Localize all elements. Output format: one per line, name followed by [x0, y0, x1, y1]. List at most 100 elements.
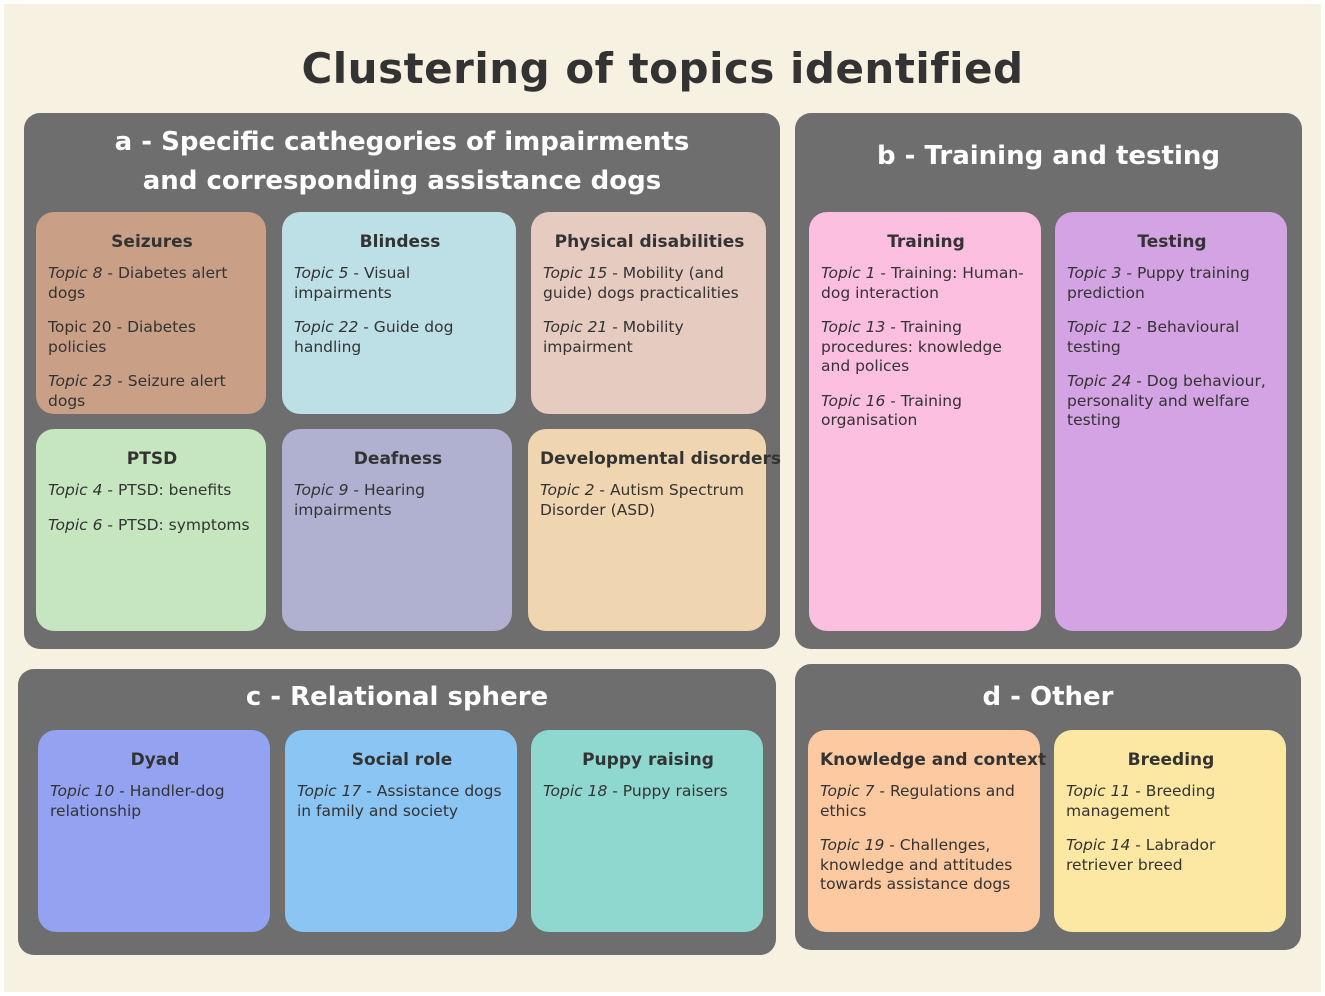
topic-text: - Puppy raisers: [607, 782, 728, 800]
topic-item: Topic 10 - Handler-dog relationship: [50, 782, 260, 821]
topic-text: - Training procedures: knowledge and pol…: [821, 318, 1002, 375]
topic-item: Topic 17 - Assistance dogs in family and…: [297, 782, 507, 821]
topic-label: Topic 19: [820, 836, 885, 854]
topic-item: Topic 21 - Mobility impairment: [543, 318, 756, 357]
topic-label: Topic 8: [48, 264, 103, 282]
topic-item: Topic 24 - Dog behaviour, personality an…: [1067, 372, 1277, 431]
topic-label: Topic 2: [540, 481, 595, 499]
topic-text: - PTSD: symptoms: [102, 515, 250, 534]
panel-title: b - Training and testing: [877, 141, 1220, 171]
topic-item: Topic 14 - Labrador retriever breed: [1066, 836, 1276, 875]
topic-text: - Diabetes alert dogs: [48, 264, 228, 302]
topic-item: Topic 11 - Breeding management: [1066, 782, 1276, 821]
topic-item: Topic 22 - Guide dog handling: [294, 318, 506, 357]
card-title: PTSD: [126, 449, 178, 469]
card-title: Knowledge and context: [820, 750, 1047, 770]
topic-text: - Guide dog handling: [294, 318, 454, 356]
topic-item: Topic 7 - Regulations and ethics: [820, 782, 1030, 821]
topic-label: Topic 1: [821, 264, 876, 282]
topic-text: - Assistance dogs in family and society: [297, 782, 502, 820]
topic-item: Topic 20 - Diabetes policies: [48, 318, 256, 357]
topic-label: Topic 24: [1067, 372, 1132, 390]
topic-label: Topic 12: [1067, 318, 1132, 336]
topic-item: Topic 6 - PTSD: symptoms: [48, 516, 256, 536]
topic-item: Topic 23 - Seizure alert dogs: [48, 372, 256, 411]
topic-label: Topic 6: [48, 515, 103, 534]
topic-label: Topic 15: [543, 264, 608, 282]
topic-item: Topic 19 - Challenges, knowledge and att…: [820, 836, 1030, 895]
topic-label: Topic 18: [543, 782, 608, 800]
topic-text: - PTSD: benefits: [102, 481, 232, 499]
topic-label: Topic 5: [294, 264, 349, 282]
diagram-title: Clustering of topics identified: [301, 44, 1024, 93]
topic-text: - Training: Human-dog interaction: [821, 264, 1024, 302]
card-title: Breeding: [1127, 750, 1215, 770]
topic-item: Topic 16 - Training organisation: [821, 392, 1031, 431]
topic-text: - Mobility (and guide) dogs practicaliti…: [543, 264, 739, 302]
topic-item: Topic 15 - Mobility (and guide) dogs pra…: [543, 264, 756, 303]
topic-label: Topic 9: [294, 481, 349, 499]
topic-text: - Regulations and ethics: [820, 782, 1015, 820]
topic-text: - Training organisation: [821, 391, 962, 430]
topic-item: Topic 1 - Training: Human-dog interactio…: [821, 264, 1031, 303]
card-title: Testing: [1137, 232, 1207, 252]
topic-text: - Breeding management: [1066, 782, 1216, 820]
topic-label: Topic 22: [294, 318, 359, 336]
topic-text: - Autism Spectrum Disorder (ASD): [540, 481, 744, 519]
panel-title: a - Specific cathegories of impairments …: [114, 127, 690, 196]
topic-text: - Behavioural testing: [1067, 318, 1240, 356]
topic-text: - Puppy training prediction: [1067, 264, 1250, 302]
card-title: Dyad: [130, 750, 180, 770]
card-title: Developmental disorders: [540, 449, 781, 469]
card-title: Social role: [351, 750, 453, 770]
topic-item: Topic 2 - Autism Spectrum Disorder (ASD): [540, 481, 756, 520]
panel-title: c - Relational sphere: [245, 682, 549, 712]
card-title: Seizures: [111, 232, 193, 252]
topic-text: - Visual impairments: [294, 264, 411, 302]
topic-item: Topic 4 - PTSD: benefits: [48, 481, 256, 501]
topic-label: Topic 3: [1067, 264, 1122, 282]
topic-label: Topic 11: [1066, 782, 1131, 800]
topic-text: - Seizure alert dogs: [48, 372, 226, 410]
topic-item: Topic 3 - Puppy training prediction: [1067, 264, 1277, 303]
topic-text: - Mobility impairment: [543, 318, 684, 356]
topic-item: Topic 8 - Diabetes alert dogs: [48, 264, 256, 303]
topic-label: Topic 10: [50, 782, 115, 800]
card-title: Deafness: [353, 449, 443, 469]
topic-text: - Handler-dog relationship: [50, 782, 225, 820]
topic-label: Topic 16: [821, 391, 886, 410]
topic-text: - Dog behaviour, personality and welfare…: [1067, 372, 1266, 429]
topic-text: - Diabetes policies: [48, 318, 196, 356]
card-title: Physical disabilities: [554, 232, 745, 252]
topic-label: Topic 4: [48, 481, 103, 499]
topic-label: Topic 14: [1066, 836, 1131, 854]
card-title: Training: [887, 232, 965, 252]
topic-text: - Challenges, knowledge and attitudes to…: [820, 836, 1013, 893]
topic-label: Topic 13: [821, 318, 886, 336]
topic-label: Topic 7: [820, 782, 875, 800]
topic-label: Topic 23: [48, 372, 113, 390]
card-title: Puppy raising: [582, 750, 714, 770]
topic-item: Topic 9 - Hearing impairments: [294, 481, 502, 520]
topic-item: Topic 5 - Visual impairments: [294, 264, 506, 303]
topic-text: - Hearing impairments: [294, 481, 425, 519]
topic-text: - Labrador retriever breed: [1066, 836, 1216, 874]
topic-label: Topic 17: [297, 782, 362, 800]
topic-label: Topic 20: [48, 318, 112, 336]
topic-item: Topic 18 - Puppy raisers: [543, 782, 753, 802]
